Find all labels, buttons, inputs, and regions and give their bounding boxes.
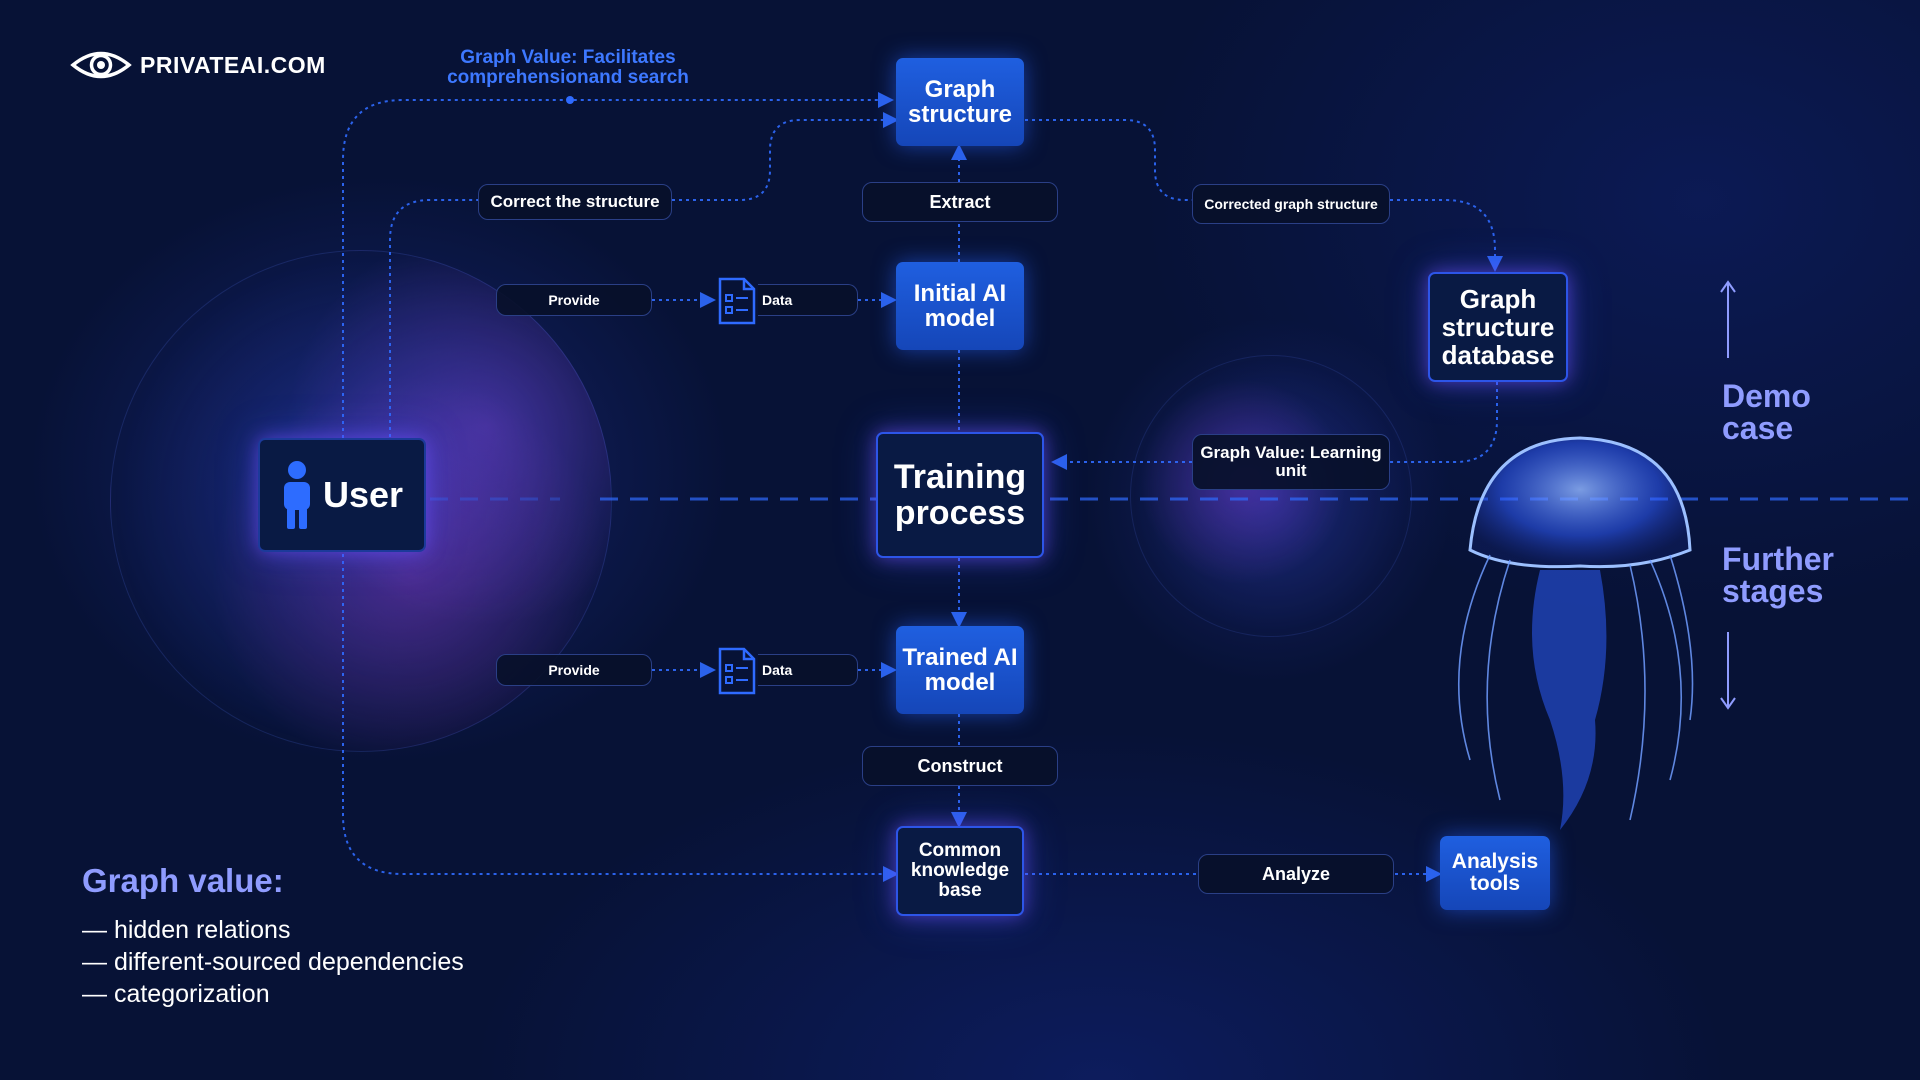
connector-correct-right — [672, 112, 899, 201]
connector-user-to-kb — [342, 540, 899, 882]
graph-value-item: — different-sourced dependencies — [82, 948, 464, 976]
document-icon — [716, 647, 758, 700]
node-trained-ai-model[interactable]: Trained AI model — [896, 626, 1024, 714]
node-graph-structure-database[interactable]: Graph structure database — [1428, 272, 1568, 382]
label-graph-value-learning-unit[interactable]: Graph Value: Learning unit — [1192, 434, 1390, 490]
label-data-top[interactable]: Data — [758, 284, 858, 316]
graph-value-item: — hidden relations — [82, 916, 291, 944]
jellyfish-illustration — [1458, 436, 1694, 830]
label-further-stages: Further stages — [1722, 541, 1834, 609]
graph-value-item: — categorization — [82, 980, 270, 1008]
node-common-knowledge-base[interactable]: Common knowledge base — [896, 826, 1024, 916]
arrow-down-icon — [1720, 632, 1736, 710]
connector-correct-to-graph-structure — [389, 199, 478, 500]
label-demo-case: Demo case — [1722, 378, 1811, 446]
node-user[interactable]: User — [258, 438, 426, 552]
annotation-graph-value-search: Graph Value: Facilitates comprehensionan… — [447, 47, 689, 88]
connector-database-to-learning — [1390, 382, 1498, 463]
node-graph-structure[interactable]: Graph structure — [896, 58, 1024, 146]
node-analysis-tools[interactable]: Analysis tools — [1440, 836, 1550, 910]
node-training-process[interactable]: Training process — [876, 432, 1044, 558]
person-icon — [283, 461, 310, 529]
label-analyze[interactable]: Analyze — [1198, 854, 1394, 894]
brand-name: PRIVATEAI.COM — [140, 51, 326, 78]
arrow-up-icon — [1720, 280, 1736, 358]
document-icon — [716, 277, 758, 330]
eye-icon — [70, 51, 132, 79]
connector-graph-to-corrected — [1025, 119, 1192, 201]
label-data-bottom[interactable]: Data — [758, 654, 858, 686]
label-construct[interactable]: Construct — [862, 746, 1058, 786]
label-provide-top[interactable]: Provide — [496, 284, 652, 316]
label-correct-structure[interactable]: Correct the structure — [478, 184, 672, 220]
label-extract[interactable]: Extract — [862, 182, 1058, 222]
data-globe-right — [1130, 355, 1412, 637]
label-corrected-graph-structure[interactable]: Corrected graph structure — [1192, 184, 1390, 224]
connector-corrected-to-database — [1390, 199, 1503, 272]
user-label: User — [322, 474, 404, 515]
junction-dot — [566, 96, 574, 104]
node-initial-ai-model[interactable]: Initial AI model — [896, 262, 1024, 350]
brand-logo[interactable]: PRIVATEAI.COM — [70, 48, 326, 82]
graph-value-section: Graph value: — hidden relations — differ… — [82, 862, 464, 1010]
graph-value-title: Graph value: — [82, 862, 284, 899]
label-provide-bottom[interactable]: Provide — [496, 654, 652, 686]
